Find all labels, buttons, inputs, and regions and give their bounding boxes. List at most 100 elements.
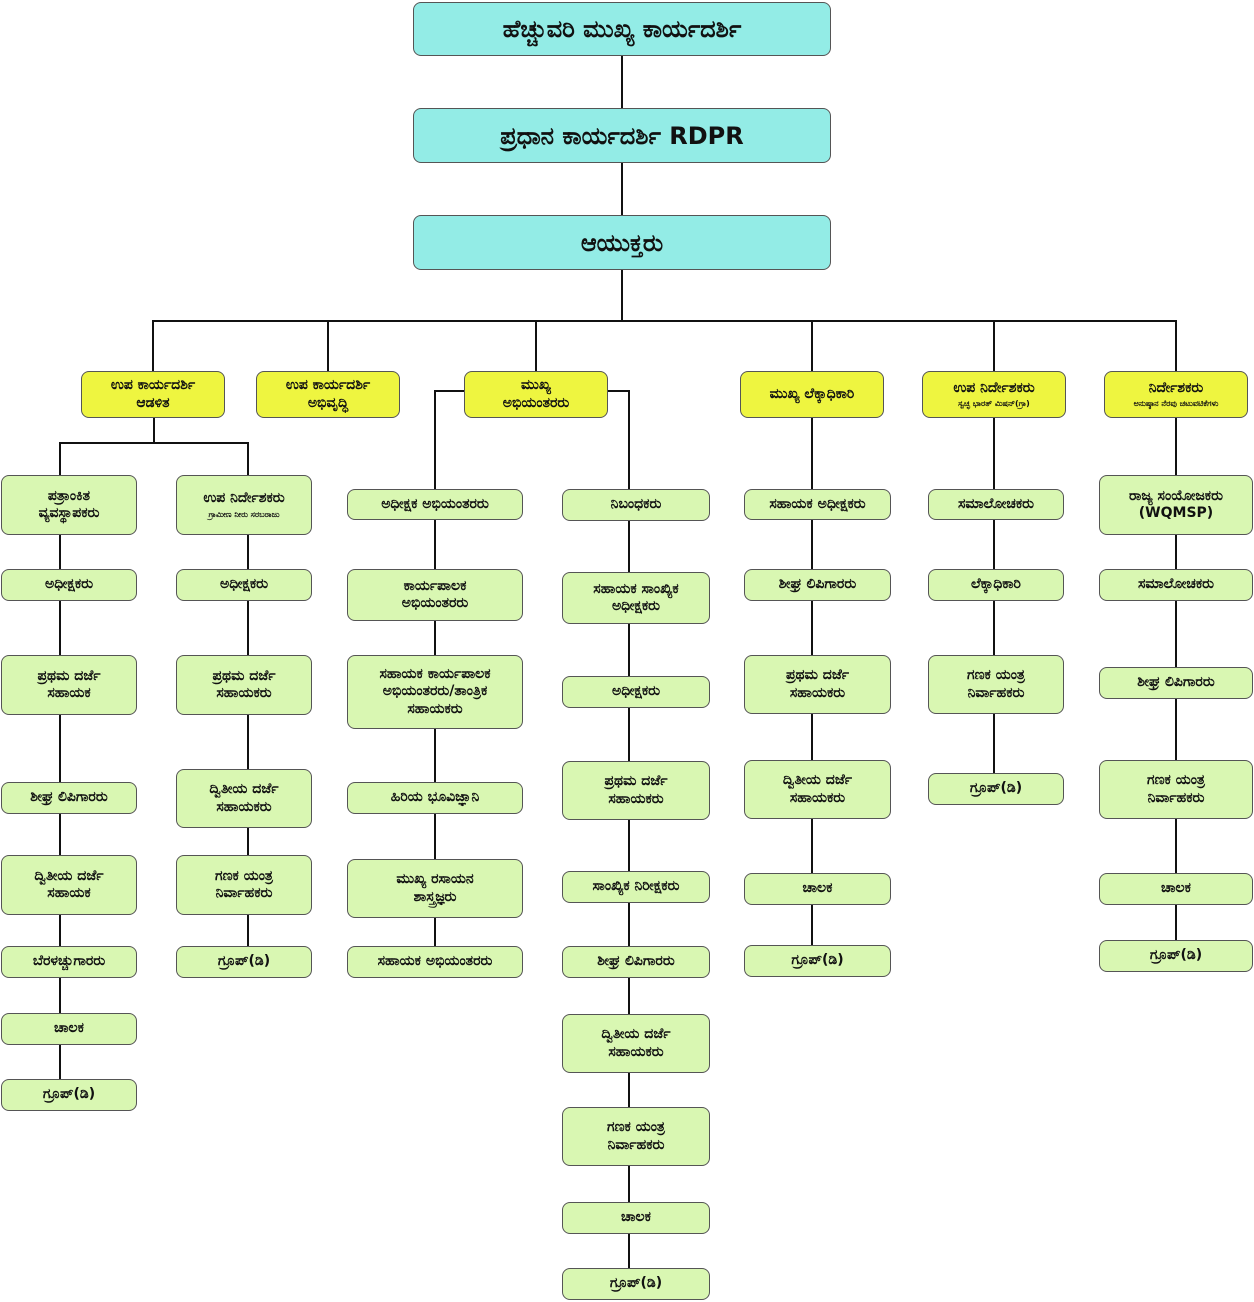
connector-line (1175, 320, 1177, 371)
position-box: ಚಾಲಕ (1099, 873, 1253, 905)
box-label: ಶೀಘ್ರ ಲಿಪಿಗಾರರು (597, 953, 675, 970)
box-label: ಗ್ರೂಪ್(ಡಿ) (42, 1086, 96, 1103)
box-label: ಶೀಘ್ರ ಲಿಪಿಗಾರರು (30, 789, 108, 806)
position-box: ಪ್ರಥಮ ದರ್ಜೆ ಸಹಾಯಕರು (176, 655, 312, 715)
box-label: ಗಣಕ ಯಂತ್ರ ನಿರ್ವಾಹಕರು (1147, 772, 1205, 806)
box-label: ಚಾಲಕ (621, 1209, 651, 1226)
box-label: ಲೆಕ್ಕಾಧಿಕಾರಿ (971, 576, 1021, 593)
box-label: ಗ್ರೂಪ್(ಡಿ) (217, 953, 271, 970)
position-box: ಶೀಘ್ರ ಲಿಪಿಗಾರರು (562, 946, 710, 978)
position-box: ಗಣಕ ಯಂತ್ರ ನಿರ್ವಾಹಕರು (176, 855, 312, 915)
department-head-box: ಮುಖ್ಯ ಅಭಿಯಂತರರು (464, 371, 608, 418)
box-label: ಪ್ರಥಮ ದರ್ಜೆ ಸಹಾಯಕರು (604, 773, 668, 807)
box-label: ಪ್ರಥಮ ದರ್ಜೆ ಸಹಾಯಕರು (212, 667, 276, 702)
position-box: ಸಮಾಲೋಚಕರು (928, 489, 1064, 520)
position-box: ಪ್ರಥಮ ದರ್ಜೆ ಸಹಾಯಕರು (562, 761, 710, 820)
position-box: ಶೀಘ್ರ ಲಿಪಿಗಾರರು (1, 782, 137, 814)
box-label: ಆಯುಕ್ತರು (580, 228, 664, 257)
position-box: ಮುಖ್ಯ ರಸಾಯನ ಶಾಸ್ತ್ರಜ್ಞರು (347, 859, 523, 918)
box-label: ದ್ವಿತೀಯ ದರ್ಜೆ ಸಹಾಯಕರು (782, 772, 853, 806)
position-box: ನಿಬಂಧಕರು (562, 489, 710, 521)
box-label: ಮುಖ್ಯ ಅಭಿಯಂತರರು (502, 377, 570, 411)
connector-line (607, 390, 630, 392)
position-box: ಗಣಕ ಯಂತ್ರ ನಿರ್ವಾಹಕರು (562, 1107, 710, 1166)
connector-line (153, 320, 1177, 322)
position-box: ಬೆರಳಚ್ಚುಗಾರರು (1, 946, 137, 978)
position-box: ಕಾರ್ಯಪಾಲಕ ಅಭಿಯಂತರರು (347, 569, 523, 621)
box-label: ಸಾಂಖ್ಯಿಕ ನಿರೀಕ್ಷಕರು (592, 878, 680, 895)
box-label: ದ್ವಿತೀಯ ದರ್ಜೆ ಸಹಾಯಕ (34, 867, 104, 902)
position-box: ಸಹಾಯಕ ಸಾಂಖ್ಯಿಕ ಅಧೀಕ್ಷಕರು (562, 572, 710, 624)
box-label: ಗ್ರೂಪ್(ಡಿ) (969, 780, 1023, 797)
box-label: ಹಿರಿಯ ಭೂವಿಜ್ಞಾನಿ (390, 789, 480, 806)
box-label: ಉಪ ಕಾರ್ಯದರ್ಶಿ ಆಡಳಿತ (110, 377, 196, 411)
box-label: ಸಹಾಯಕ ಅಭಿಯಂತರರು (377, 953, 493, 970)
box-label: ಕಾರ್ಯಪಾಲಕ ಅಭಿಯಂತರರು (401, 577, 469, 612)
department-head-box: ಉಪ ನಿರ್ದೇಶಕರು ಸ್ವಚ್ಛ ಭಾರತ್ ಮಿಷನ್(ಗ್ರಾ) (922, 371, 1066, 418)
position-box: ಗ್ರೂಪ್(ಡಿ) (562, 1268, 710, 1300)
box-label: ಪ್ರಥಮ ದರ್ಜೆ ಸಹಾಯಕರು (785, 667, 850, 701)
connector-line (811, 320, 813, 371)
top-position-box: ಹೆಚ್ಚುವರಿ ಮುಖ್ಯ ಕಾರ್ಯದರ್ಶಿ (413, 2, 831, 56)
connector-line (434, 390, 436, 490)
connector-line (535, 320, 537, 371)
box-label: ಸಹಾಯಕ ಕಾರ್ಯಪಾಲಕ ಅಭಿಯಂತರರು/ತಾಂತ್ರಿಕ ಸಹಾಯಕ… (379, 665, 491, 717)
department-head-box: ಉಪ ಕಾರ್ಯದರ್ಶಿ ಆಡಳಿತ (81, 371, 225, 418)
position-box: ಹಿರಿಯ ಭೂವಿಜ್ಞಾನಿ (347, 782, 523, 814)
box-label: ಸಮಾಲೋಚಕರು (1137, 576, 1214, 593)
box-label: ಪ್ರಧಾನ ಕಾರ್ಯದರ್ಶಿ RDPR (500, 121, 744, 150)
box-label: ಮುಖ್ಯ ಲೆಕ್ಕಾಧಿಕಾರಿ (769, 385, 855, 402)
position-box: ಸಾಂಖ್ಯಿಕ ನಿರೀಕ್ಷಕರು (562, 871, 710, 903)
position-box: ಅಧೀಕ್ಷಕರು (176, 569, 312, 601)
box-sublabel: ಸ್ವಚ್ಛ ಭಾರತ್ ಮಿಷನ್(ಗ್ರಾ) (958, 399, 1030, 409)
position-box: ದ್ವಿತೀಯ ದರ್ಜೆ ಸಹಾಯಕ (1, 855, 137, 915)
box-label: ಸಮಾಲೋಚಕರು (957, 495, 1034, 512)
position-box: ಚಾಲಕ (1, 1013, 137, 1045)
position-box: ಅಧೀಕ್ಷಕರು (1, 569, 137, 601)
position-box: ರಾಜ್ಯ ಸಂಯೋಜಕರು (WQMSP) (1099, 475, 1253, 535)
position-box: ಅಧೀಕ್ಷಕ ಅಭಿಯಂತರರು (347, 489, 523, 520)
position-box: ಗ್ರೂಪ್(ಡಿ) (1, 1079, 137, 1111)
box-label: ಹೆಚ್ಚುವರಿ ಮುಖ್ಯ ಕಾರ್ಯದರ್ಶಿ (502, 15, 742, 43)
position-box: ದ್ವಿತೀಯ ದರ್ಜೆ ಸಹಾಯಕರು (562, 1014, 710, 1073)
position-box: ಗಣಕ ಯಂತ್ರ ನಿರ್ವಾಹಕರು (928, 655, 1064, 714)
position-box: ಪ್ರಥಮ ದರ್ಜೆ ಸಹಾಯಕರು (744, 655, 891, 714)
position-box: ಪತ್ರಾಂಕಿತ ವ್ಯವಸ್ಥಾಪಕರು (1, 475, 137, 535)
box-label: ಉಪ ಕಾರ್ಯದರ್ಶಿ ಅಭಿವೃದ್ಧಿ (285, 377, 371, 411)
box-sublabel: ಗ್ರಾಮೀಣ ನೀರು ಸರಬರಾಜು (208, 509, 280, 519)
box-label: ಪ್ರಥಮ ದರ್ಜೆ ಸಹಾಯಕ (37, 667, 101, 702)
box-sublabel: ಅನುಷ್ಠಾನ ನೆರವು ಚಟುವಟಿಕೆಗಳು (1133, 399, 1219, 409)
box-label: ಗ್ರೂಪ್(ಡಿ) (609, 1275, 663, 1292)
position-box: ಗ್ರೂಪ್(ಡಿ) (1099, 940, 1253, 972)
box-label: ಅಧೀಕ್ಷಕರು (44, 576, 94, 593)
box-label: ಗ್ರೂಪ್(ಡಿ) (791, 952, 844, 969)
position-box: ಅಧೀಕ್ಷಕರು (562, 676, 710, 708)
box-label: ನಿಬಂಧಕರು (610, 496, 662, 513)
box-label: ಗಣಕ ಯಂತ್ರ ನಿರ್ವಾಹಕರು (607, 1119, 665, 1153)
box-label: ಚಾಲಕ (54, 1020, 84, 1037)
box-label: ಅಧೀಕ್ಷಕ ಅಭಿಯಂತರರು (381, 495, 489, 512)
box-label: ಮುಖ್ಯ ರಸಾಯನ ಶಾಸ್ತ್ರಜ್ಞರು (396, 871, 474, 905)
position-box: ದ್ವಿತೀಯ ದರ್ಜೆ ಸಹಾಯಕರು (744, 760, 891, 819)
connector-line (152, 320, 154, 371)
position-box: ಚಾಲಕ (744, 873, 891, 905)
top-position-box: ಆಯುಕ್ತರು (413, 215, 831, 270)
box-label: ಗ್ರೂಪ್(ಡಿ) (1149, 947, 1203, 964)
department-head-box: ಮುಖ್ಯ ಲೆಕ್ಕಾಧಿಕಾರಿ (740, 371, 884, 418)
box-label: ಉಪ ನಿರ್ದೇಶಕರು (203, 490, 285, 507)
department-head-box: ಉಪ ಕಾರ್ಯದರ್ಶಿ ಅಭಿವೃದ್ಧಿ (256, 371, 400, 418)
connector-line (993, 320, 995, 371)
position-box: ಗಣಕ ಯಂತ್ರ ನಿರ್ವಾಹಕರು (1099, 760, 1253, 819)
box-label: ಸಹಾಯಕ ಅಧೀಕ್ಷಕರು (769, 495, 866, 512)
box-label: ಉಪ ನಿರ್ದೇಶಕರು (953, 379, 1035, 396)
department-head-box: ನಿರ್ದೇಶಕರು ಅನುಷ್ಠಾನ ನೆರವು ಚಟುವಟಿಕೆಗಳು (1104, 371, 1248, 418)
box-label: ಬೆರಳಚ್ಚುಗಾರರು (32, 953, 106, 970)
box-label: ಗಣಕ ಯಂತ್ರ ನಿರ್ವಾಹಕರು (215, 867, 273, 902)
position-box: ಪ್ರಥಮ ದರ್ಜೆ ಸಹಾಯಕ (1, 655, 137, 715)
position-box: ಶೀಘ್ರ ಲಿಪಿಗಾರರು (1099, 667, 1253, 699)
box-label: ಗಣಕ ಯಂತ್ರ ನಿರ್ವಾಹಕರು (967, 667, 1025, 701)
box-label: ನಿರ್ದೇಶಕರು (1148, 379, 1204, 396)
top-position-box: ಪ್ರಧಾನ ಕಾರ್ಯದರ್ಶಿ RDPR (413, 108, 831, 163)
position-box: ಶೀಘ್ರ ಲಿಪಿಗಾರರು (744, 569, 891, 601)
position-box: ಉಪ ನಿರ್ದೇಶಕರು ಗ್ರಾಮೀಣ ನೀರು ಸರಬರಾಜು (176, 475, 312, 535)
